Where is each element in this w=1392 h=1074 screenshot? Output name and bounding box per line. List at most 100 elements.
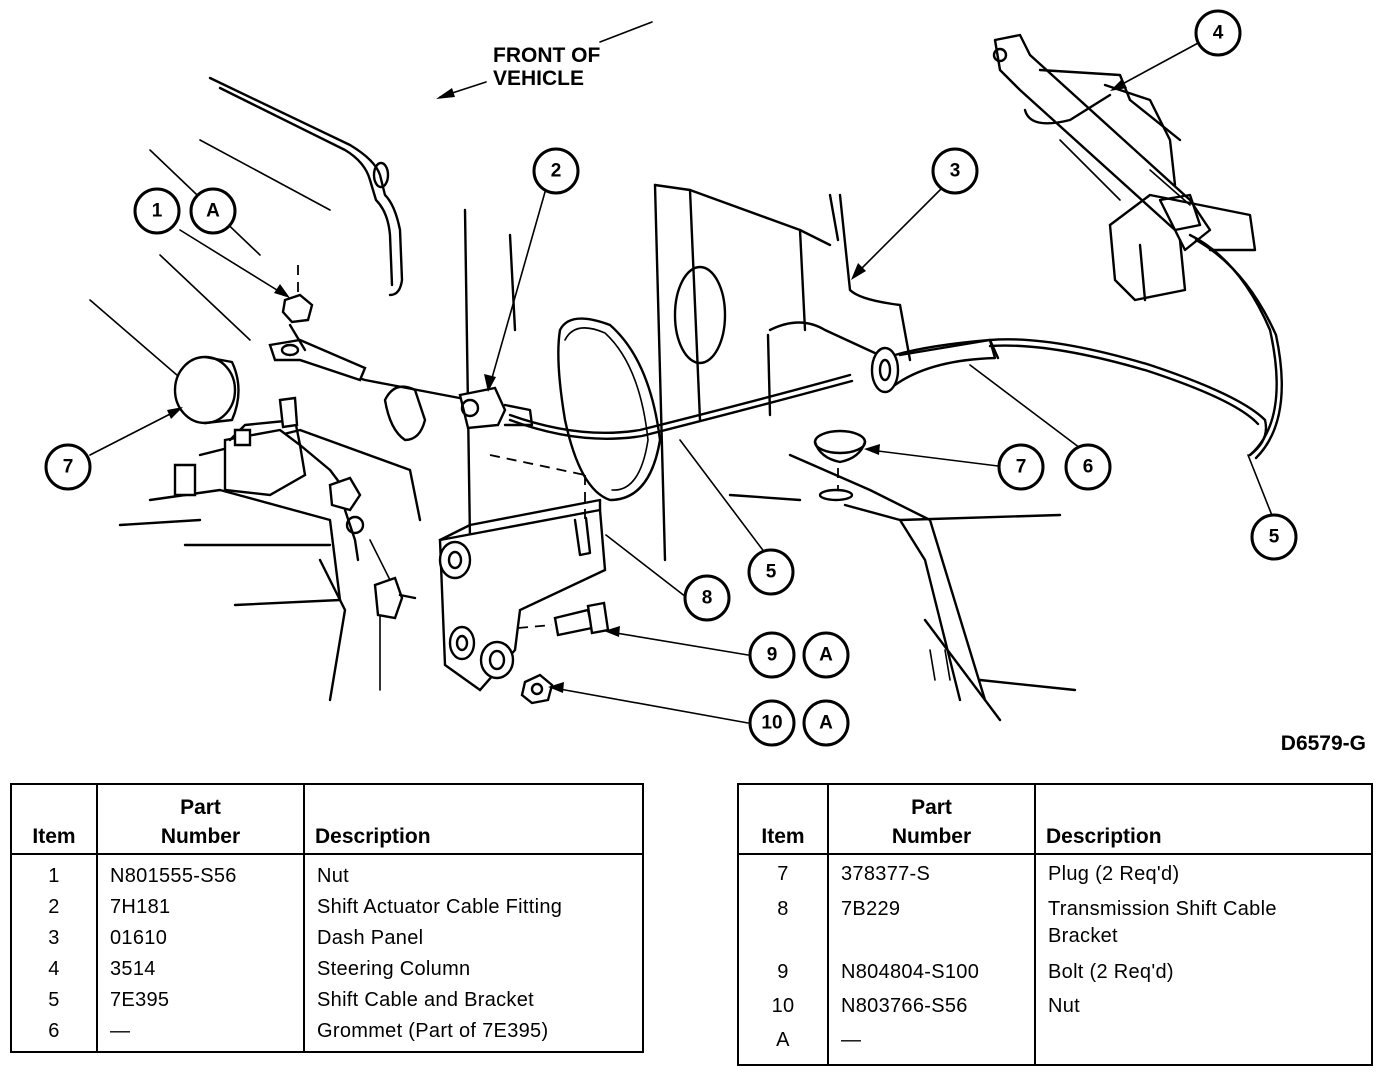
row-item: 7 [777, 863, 789, 885]
header-description: Description [303, 784, 643, 855]
row-item: 8 [777, 897, 789, 920]
callout-item-5-center-label: 5 [766, 562, 777, 583]
callout-item-3: 3 [931, 147, 979, 195]
callout-item-1-ref-label: A [206, 201, 220, 222]
table-row: 1 N801555-S56 Nut [11, 854, 643, 892]
floor-tunnel [118, 193, 1077, 722]
row-item: 2 [48, 896, 60, 918]
row-part-number: 7B229 [827, 893, 1035, 958]
lever-arm [268, 265, 367, 382]
row-part-number: N803766-S56 [827, 991, 1035, 1026]
row-item: 1 [48, 865, 60, 887]
parts-table-left-header: Item Part Number Description [11, 784, 643, 855]
callout-item-2-label: 2 [551, 161, 562, 182]
callout-item-6-label: 6 [1083, 457, 1094, 478]
leader-lines [89, 41, 1274, 724]
table-row: 8 7B229 Transmission Shift Cable Bracket [738, 893, 1372, 958]
callout-item-5-center: 5 [747, 548, 795, 596]
table-row: 2 7H181 Shift Actuator Cable Fitting [11, 892, 643, 923]
front-label-line2: VEHICLE [493, 67, 584, 90]
callout-item-10-label: 10 [761, 713, 782, 734]
front-label-line1: FRONT OF [493, 44, 600, 67]
header-part-number-line1: Part [911, 796, 952, 819]
steering-column [992, 33, 1257, 302]
callout-item-3-label: 3 [950, 161, 961, 182]
row-part-number: 7E395 [96, 985, 304, 1016]
grommet [870, 338, 1000, 394]
center-structure [383, 183, 892, 562]
front-arrow-tail [599, 21, 653, 43]
shift-cable-bracket [438, 454, 607, 692]
row-description: Bolt (2 Req'd) [1034, 957, 1372, 992]
row-description: Nut [1034, 991, 1372, 1026]
header-part-number-line2: Number [891, 825, 972, 848]
header-item: Item [738, 784, 828, 855]
table-row: 4 3514 Steering Column [11, 954, 643, 985]
front-of-vehicle-indicator: FRONT OF VEHICLE [436, 21, 653, 99]
callout-item-9-ref-label: A [819, 645, 833, 666]
row-item: 3 [48, 927, 60, 949]
row-item: 6 [48, 1020, 60, 1042]
table-row-spacer [11, 1047, 643, 1052]
callout-item-2: 2 [532, 147, 580, 195]
row-description: Grommet (Part of 7E395) [303, 1016, 643, 1047]
callout-item-7-right: 7 [997, 443, 1045, 491]
figure-code: D6579-G [1281, 732, 1366, 755]
row-description-line2: Bracket [1048, 924, 1118, 947]
callout-item-8: 8 [683, 574, 731, 622]
row-part-number: N801555-S56 [96, 854, 304, 892]
callout-item-1: 1 [133, 187, 181, 235]
callout-item-8-label: 8 [702, 588, 713, 609]
header-part-number-line1: Part [180, 796, 221, 819]
callout-item-7-right-label: 7 [1016, 457, 1027, 478]
row-part-number: 7H181 [96, 892, 304, 923]
callout-item-1-ref: A [189, 187, 237, 235]
plug-left [173, 355, 240, 425]
parts-table-right: Item Part Number Description 7 378377-S … [737, 783, 1373, 1066]
row-description: Shift Actuator Cable Fitting [303, 892, 643, 923]
header-description: Description [1034, 784, 1372, 855]
row-item: A [776, 1029, 790, 1052]
callout-item-7-left: 7 [44, 443, 92, 491]
table-row: A — [738, 1025, 1372, 1060]
row-description: Transmission Shift Cable Bracket [1034, 893, 1372, 958]
table-row-spacer [738, 1059, 1372, 1065]
row-part-number: 378377-S [827, 854, 1035, 894]
row-part-number: N804804-S100 [827, 957, 1035, 992]
table-row: 10 N803766-S56 Nut [738, 991, 1372, 1026]
parts-table-right-header: Item Part Number Description [738, 784, 1372, 855]
row-part-number: — [96, 1016, 304, 1047]
row-description: Nut [303, 854, 643, 892]
transmission-linkage [173, 396, 417, 691]
parts-table-left: Item Part Number Description 1 N801555-S… [10, 783, 644, 1053]
row-part-number: 3514 [96, 954, 304, 985]
header-part-number-line2: Number [160, 825, 241, 848]
callout-item-7-left-label: 7 [63, 457, 74, 478]
row-description-line1: Transmission Shift Cable [1048, 897, 1277, 920]
table-row: 9 N804804-S100 Bolt (2 Req'd) [738, 957, 1372, 992]
row-part-number: 01610 [96, 923, 304, 954]
front-arrow-head [436, 88, 455, 99]
table-row: 5 7E395 Shift Cable and Bracket [11, 985, 643, 1016]
header-part-number: Part Number [827, 784, 1035, 855]
callout-item-10: 10 [748, 699, 796, 747]
row-description: Dash Panel [303, 923, 643, 954]
callout-item-6: 6 [1064, 443, 1112, 491]
callout-item-4-label: 4 [1213, 23, 1224, 44]
row-description: Plug (2 Req'd) [1034, 854, 1372, 894]
row-part-number: — [827, 1025, 1035, 1060]
row-description [1034, 1025, 1372, 1060]
header-part-number: Part Number [96, 784, 304, 855]
callout-item-10-ref: A [802, 699, 850, 747]
callout-item-1-label: 1 [152, 201, 163, 222]
table-row: 6 — Grommet (Part of 7E395) [11, 1016, 643, 1047]
header-item: Item [11, 784, 97, 855]
row-description: Steering Column [303, 954, 643, 985]
callout-item-5-right-label: 5 [1269, 527, 1280, 548]
row-item: 4 [48, 958, 60, 980]
row-description: Shift Cable and Bracket [303, 985, 643, 1016]
table-row: 3 01610 Dash Panel [11, 923, 643, 954]
shift-cable [298, 233, 1283, 460]
callout-item-9: 9 [748, 631, 796, 679]
table-row: 7 378377-S Plug (2 Req'd) [738, 854, 1372, 894]
